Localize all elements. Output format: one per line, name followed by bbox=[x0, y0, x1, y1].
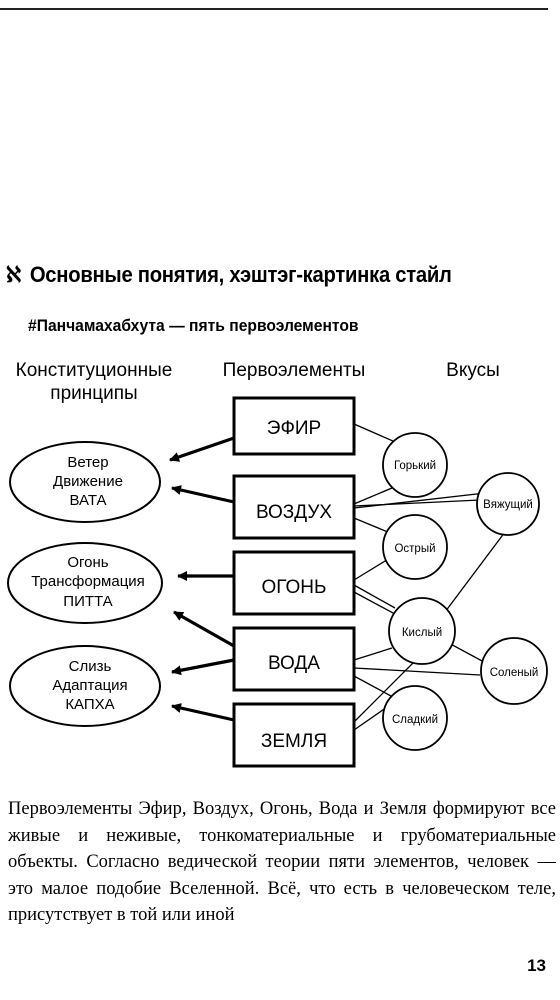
element-water-box bbox=[232, 626, 356, 692]
taste-sour: Кислый bbox=[388, 597, 456, 665]
taste-sweet-circle bbox=[382, 685, 448, 751]
principle-pitta-shape bbox=[7, 542, 163, 624]
arrow-air-vata bbox=[171, 485, 235, 504]
principle-vata-shape bbox=[9, 441, 161, 523]
taste-sweet-label: Сладкий bbox=[392, 714, 438, 726]
principle-kapha-line2: Адаптация bbox=[52, 677, 127, 694]
tastes-group: Горький Вяжущий Острый Кислый Соленый Сл… bbox=[382, 432, 548, 751]
principle-vata-line2: Движение bbox=[53, 473, 123, 490]
principle-pitta: Огонь Трансформация ПИТТА bbox=[7, 542, 163, 624]
taste-sour-circle bbox=[388, 597, 456, 665]
element-ether: ЭФИР bbox=[232, 396, 356, 456]
element-earth-box bbox=[232, 702, 356, 768]
section-mark-icon: ℵ bbox=[6, 262, 21, 287]
principle-vata: Ветер Движение ВАТА bbox=[9, 441, 161, 523]
page-number: 13 bbox=[527, 956, 546, 975]
element-air-box bbox=[232, 474, 356, 540]
subheading: #Панчамахабхута — пять первоэлементов bbox=[28, 316, 359, 335]
taste-salty-label: Соленый bbox=[490, 667, 539, 679]
element-water: ВОДА bbox=[232, 626, 356, 692]
taste-pungent-circle bbox=[382, 514, 448, 580]
element-fire-box bbox=[232, 550, 356, 616]
column-head-principles-line1: Конституционные bbox=[15, 360, 173, 381]
principle-arrows bbox=[169, 436, 235, 722]
taste-salty-circle bbox=[480, 637, 548, 705]
taste-sweet: Сладкий bbox=[382, 685, 448, 751]
column-head-principles-line2: принципы bbox=[50, 383, 138, 404]
arrow-ether-vata bbox=[169, 436, 235, 462]
line-air-astringent-2 bbox=[353, 491, 495, 509]
principle-vata-line3: ВАТА bbox=[69, 492, 106, 509]
line-sour-astringent bbox=[441, 527, 509, 617]
line-water-sour bbox=[353, 647, 393, 661]
arrow-water-kapha bbox=[171, 658, 235, 676]
principle-kapha-line1: Слизь bbox=[69, 658, 112, 675]
element-fire-label: ОГОНЬ bbox=[262, 577, 327, 598]
arrow-water-pitta bbox=[173, 610, 235, 648]
taste-pungent-label: Острый bbox=[394, 543, 435, 555]
principle-kapha-shape bbox=[9, 645, 161, 727]
principle-pitta-line2: Трансформация bbox=[31, 573, 145, 590]
element-fire: ОГОНЬ bbox=[232, 550, 356, 616]
element-air-label: ВОЗДУХ bbox=[256, 502, 332, 523]
column-head-elements: Первоэлементы bbox=[222, 360, 366, 381]
arrow-earth-kapha bbox=[171, 703, 235, 722]
taste-bitter: Горький bbox=[382, 432, 448, 498]
panchamahabhuta-diagram: Ветер Движение ВАТА Огонь Трансформация … bbox=[7, 396, 548, 768]
line-fire-pungent bbox=[353, 557, 391, 581]
line-fire-sour bbox=[353, 584, 396, 609]
element-earth-label: ЗЕМЛЯ bbox=[261, 731, 327, 752]
element-ether-box bbox=[232, 396, 356, 456]
principle-vata-line1: Ветер bbox=[67, 454, 108, 471]
principles-group: Ветер Движение ВАТА Огонь Трансформация … bbox=[7, 441, 163, 727]
taste-astringent: Вяжущий bbox=[476, 472, 540, 536]
taste-astringent-circle bbox=[476, 472, 540, 536]
taste-sour-label: Кислый bbox=[402, 627, 442, 639]
taste-pungent: Острый bbox=[382, 514, 448, 580]
principle-pitta-line1: Огонь bbox=[67, 554, 108, 571]
taste-salty: Соленый bbox=[480, 637, 548, 705]
body-paragraph: Первоэлементы Эфир, Воздух, Огонь, Вода … bbox=[8, 799, 556, 925]
elements-group: ЭФИР ВОЗДУХ ОГОНЬ ВОДА ЗЕМЛЯ bbox=[232, 396, 356, 768]
heading-text: Основные понятия, хэштэг-картинка стайл bbox=[29, 262, 452, 287]
line-earth-sour bbox=[353, 655, 421, 723]
principle-kapha: Слизь Адаптация КАПХА bbox=[9, 645, 161, 727]
taste-astringent-label: Вяжущий bbox=[483, 499, 533, 511]
element-earth: ЗЕМЛЯ bbox=[232, 702, 356, 768]
principle-pitta-line3: ПИТТА bbox=[63, 593, 112, 610]
taste-bitter-circle bbox=[382, 432, 448, 498]
column-head-tastes: Вкусы bbox=[446, 360, 500, 381]
principle-kapha-line3: КАПХА bbox=[65, 696, 114, 713]
element-air: ВОЗДУХ bbox=[232, 474, 356, 540]
section-heading: ℵ Основные понятия, хэштэг-картинка стай… bbox=[6, 262, 510, 288]
taste-bitter-label: Горький bbox=[394, 460, 436, 472]
top-rule bbox=[0, 8, 548, 10]
line-water-salty bbox=[353, 667, 481, 676]
column-head-principles: Конституционные принципы bbox=[4, 359, 184, 405]
element-ether-label: ЭФИР bbox=[267, 418, 321, 439]
element-water-label: ВОДА bbox=[268, 653, 320, 674]
